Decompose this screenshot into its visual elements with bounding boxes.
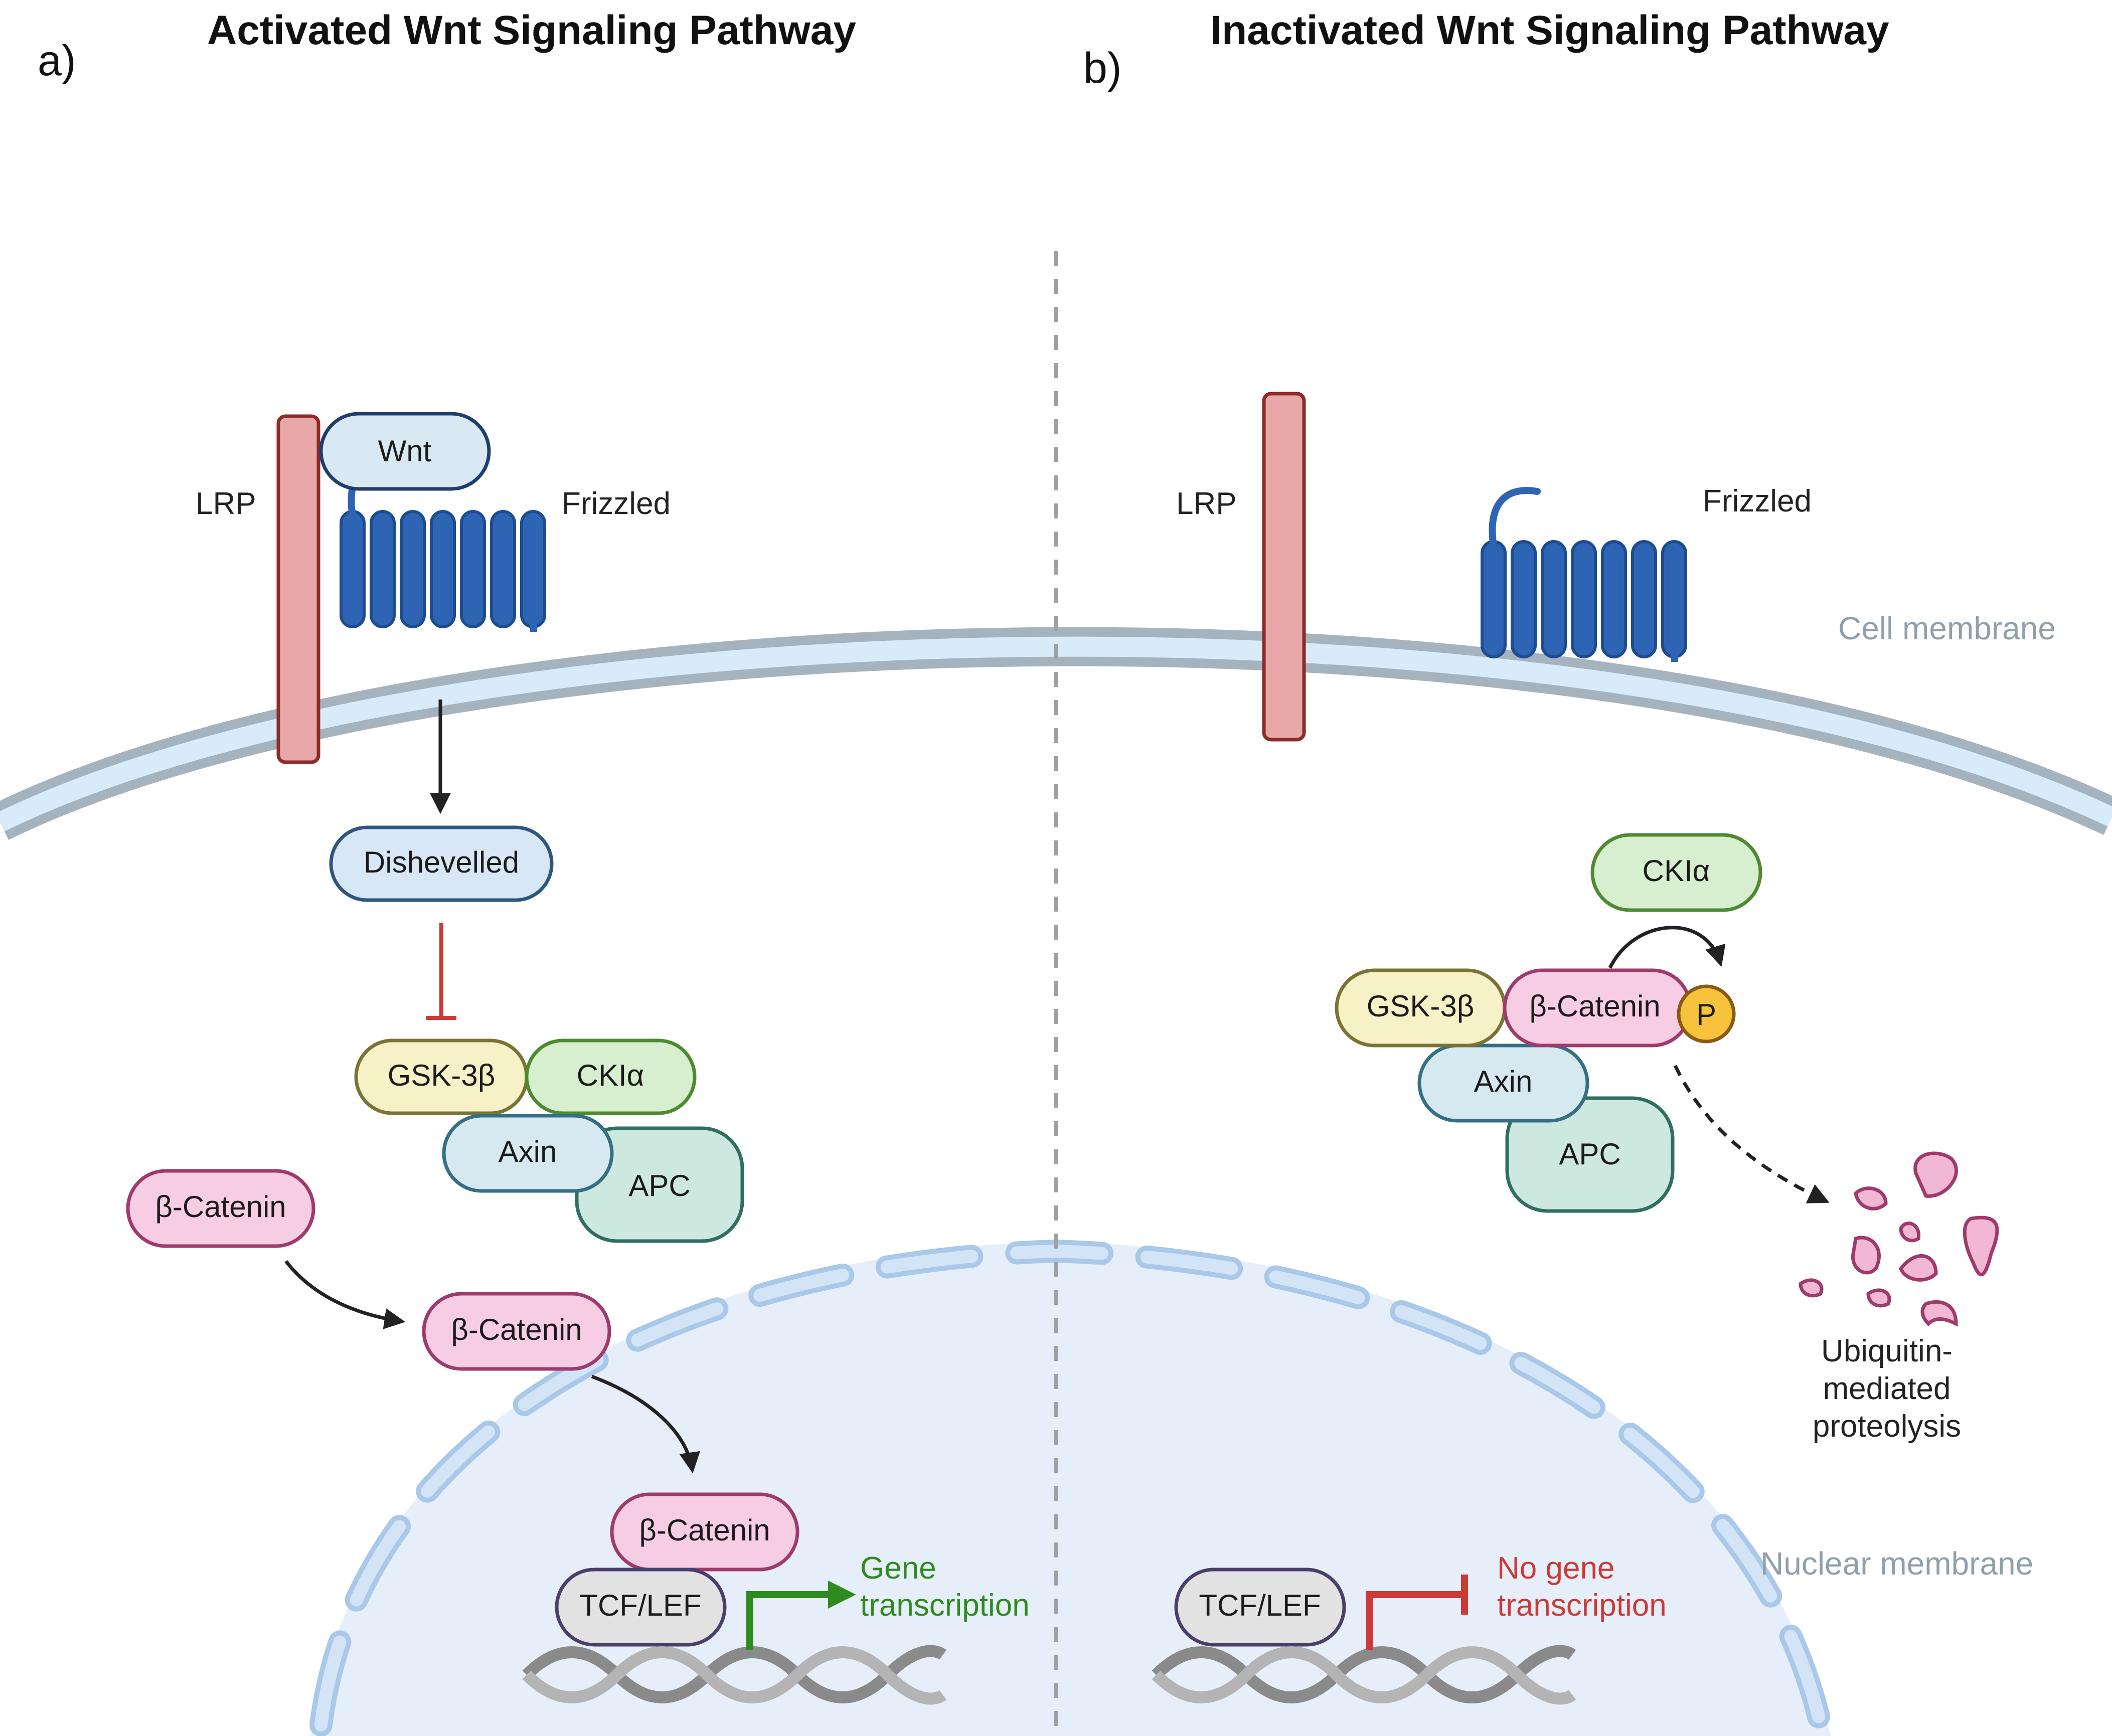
catenin-nuclear-a [610,1492,799,1572]
ck-label-a: CKIα [577,1059,644,1092]
phosphate-badge [1677,984,1736,1044]
panel-a-letter: a) [38,37,76,85]
degradation-arrow [1673,1065,1830,1203]
gsk-label-a: GSK-3β [388,1059,496,1092]
apc-label-b: APC [1559,1137,1620,1171]
nuclear-membrane-label: Nuclear membrane [1760,1545,2033,1582]
catenin-cytoplasm-a [126,1169,315,1248]
proteolysis-line2: mediated [1823,1371,1951,1406]
apc-label-a: APC [628,1169,690,1202]
frizzled-label-b: Frizzled [1703,484,1812,518]
panel-b: LRP Frizzled CKIα APC Axin GSK-3β β-Cate… [1152,392,1999,1705]
catenin-entry-a [422,1292,611,1371]
proteolysis-line3: proteolysis [1813,1409,1961,1444]
axin-b [1417,1044,1589,1123]
proteolysis-line1: Ubiquitin- [1821,1334,1953,1368]
no-gene-transcription-line1: No gene [1497,1551,1614,1586]
no-gene-transcription-line2: transcription [1497,1588,1667,1623]
axin-label-a: Axin [499,1135,557,1168]
lrp-receptor-b [1262,392,1306,742]
catenin-cytoplasm-label: β-Catenin [155,1190,286,1224]
catenin-entry-label: β-Catenin [451,1313,582,1346]
ck-label-b: CKIα [1643,854,1710,888]
panel-a-title: Activated Wnt Signaling Pathway [207,8,856,53]
tcf-lef-label-b: TCF/LEF [1199,1589,1321,1622]
gene-transcription-line2: transcription [860,1588,1030,1623]
lrp-label-a: LRP [196,486,256,521]
cell-membrane-label: Cell membrane [1838,610,2056,646]
gene-transcription-line1: Gene [860,1551,936,1586]
wnt-label: Wnt [378,434,432,468]
panel-a: LRP Frizzled Wnt Dishevelled APC GSK-3β … [126,412,1030,1705]
axin-a [442,1114,614,1193]
lrp-receptor-a [276,414,320,764]
dna-a [522,1645,947,1705]
tcf-lef-a [555,1568,727,1647]
gsk-label-b: GSK-3β [1367,989,1475,1023]
transcription-arrow-a [746,1581,856,1650]
dishevelled [329,825,554,902]
panel-b-title: Inactivated Wnt Signaling Pathway [1210,8,1889,53]
inhibition-line-b [1366,1591,1465,1650]
catenin-nuclear-label: β-Catenin [639,1513,770,1547]
wnt-ligand [319,412,491,491]
dna-b [1152,1645,1576,1705]
catenin-label-b: β-Catenin [1529,989,1660,1023]
axin-label-b: Axin [1474,1065,1533,1098]
apc-b [1505,1096,1675,1213]
tcf-lef-label-a: TCF/LEF [579,1589,701,1622]
translocation-arrow-1 [284,1260,406,1329]
translocation-arrow-2 [591,1374,701,1474]
degraded-fragments [1799,1151,1999,1327]
phosphorylation-arrow [1608,926,1726,969]
tcf-lef-b [1174,1568,1346,1647]
panel-b-letter: b) [1083,44,1121,92]
ck-b [1590,833,1762,912]
lrp-label-b: LRP [1176,486,1237,521]
dishevelled-label: Dishevelled [364,845,519,879]
ck-a [525,1038,697,1115]
frizzled-label-a: Frizzled [562,486,671,521]
phosphate-label: P [1696,998,1716,1031]
